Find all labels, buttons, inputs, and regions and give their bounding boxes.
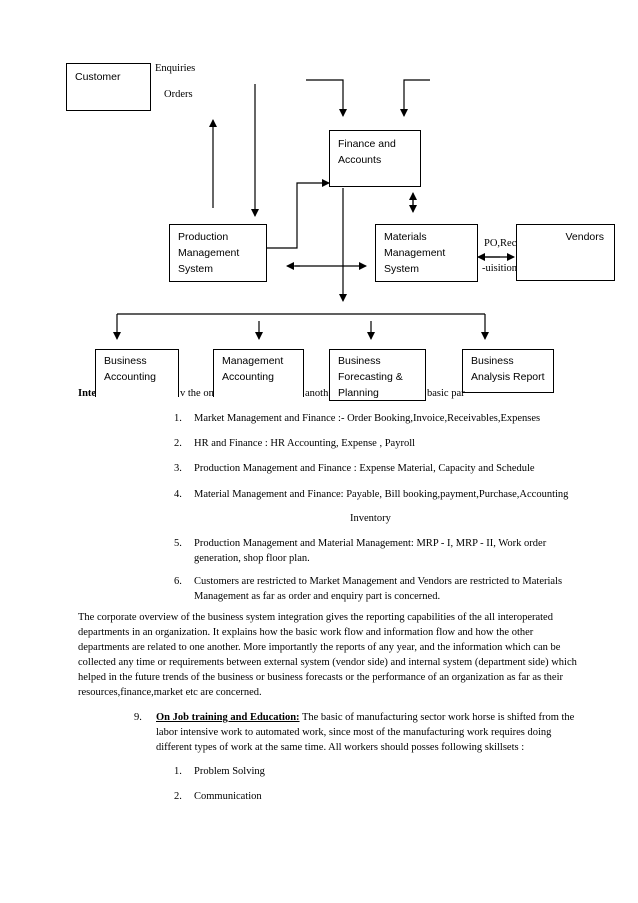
vendors-box: Vendors xyxy=(516,224,615,281)
customer-label: Customer xyxy=(75,71,121,83)
section-body: On Job training and Education: The basic… xyxy=(156,710,574,755)
paragraph-line: helped in the future trends of the busin… xyxy=(78,672,563,683)
business-analysis-report-box: Business Analysis Report xyxy=(462,349,554,393)
list-text-line: Customers are restricted to Market Manag… xyxy=(194,576,563,587)
po-requisition-label-bottom: -uisition xyxy=(482,263,518,274)
materials-label-line2: Management xyxy=(384,247,446,259)
intro-fragment-end: basic par xyxy=(427,388,465,399)
section-number: 9. xyxy=(134,712,142,723)
enquiries-label: Enquiries xyxy=(155,63,196,74)
overview-paragraph: The corporate overview of the business s… xyxy=(78,610,577,700)
business-accounting-line1: Business xyxy=(104,355,147,367)
paragraph-line: resources,finance,market etc are concern… xyxy=(78,687,262,698)
section-first-text: The basic of manufacturing sector work h… xyxy=(299,712,575,723)
paragraph-line: departments in an organization. It expla… xyxy=(78,627,534,638)
po-requisition-label-top: PO,Rec xyxy=(484,238,517,249)
list-text: HR and Finance : HR Accounting, Expense … xyxy=(194,438,416,449)
production-label-line1: Production xyxy=(178,231,229,243)
business-analysis-line2: Analysis Report xyxy=(471,371,545,383)
business-forecasting-box: Business Forecasting & Planning xyxy=(329,349,426,401)
list-number: 1. xyxy=(174,413,182,424)
list-number: 1. xyxy=(174,766,182,777)
paragraph-line: The corporate overview of the business s… xyxy=(78,612,553,623)
production-label-line2: Management xyxy=(178,247,240,259)
list-text: Production Management and Material Manag… xyxy=(194,536,546,566)
intro-fragment-mid2: anoth xyxy=(305,388,329,399)
production-management-box: Production Management System xyxy=(169,224,267,282)
list-text-line: generation, shop floor plan. xyxy=(194,553,310,564)
management-accounting-box: Management Accounting xyxy=(213,349,304,397)
intro-fragment-start: Inte xyxy=(78,388,97,399)
list-text: Material Management and Finance: Payable… xyxy=(194,489,569,500)
section-heading: On Job training and Education: xyxy=(156,712,300,723)
list-text: Customers are restricted to Market Manag… xyxy=(194,574,562,604)
finance-accounts-box: Finance and Accounts xyxy=(329,130,421,187)
materials-label-line1: Materials xyxy=(384,231,427,243)
list-text: Market Management and Finance :- Order B… xyxy=(194,413,541,424)
business-analysis-line1: Business xyxy=(471,355,514,367)
section-line: labor intensive work to automated work, … xyxy=(156,727,552,738)
section-line: different types of work at the same time… xyxy=(156,742,525,753)
list-text-line: Production Management and Material Manag… xyxy=(194,538,547,549)
business-forecasting-line1: Business xyxy=(338,355,381,367)
customer-box: Customer xyxy=(66,63,151,111)
finance-label-line1: Finance and xyxy=(338,138,396,150)
management-accounting-line1: Management xyxy=(222,355,284,367)
list-number: 3. xyxy=(174,463,182,474)
materials-management-box: Materials Management System xyxy=(375,224,478,282)
list-number: 2. xyxy=(174,438,182,449)
vendors-label: Vendors xyxy=(565,231,604,243)
list-text: Communication xyxy=(194,791,262,802)
paragraph-line: collected any time or requirements betwe… xyxy=(78,657,577,668)
business-accounting-line2: Accounting xyxy=(104,371,156,383)
list-number: 5. xyxy=(174,538,182,549)
list-text: Production Management and Finance : Expe… xyxy=(194,463,535,474)
list-number: 4. xyxy=(174,489,182,500)
section-first-line: On Job training and Education: The basic… xyxy=(156,710,574,725)
business-forecasting-line3: Planning xyxy=(338,387,379,399)
production-label-line3: System xyxy=(178,263,214,275)
orders-label: Orders xyxy=(164,89,193,100)
intro-fragment-middle: v the on xyxy=(180,388,214,399)
list-text-line: Management as far as order and enquiry p… xyxy=(194,591,441,602)
list-number: 2. xyxy=(174,791,182,802)
list-number: 6. xyxy=(174,576,182,587)
management-accounting-line2: Accounting xyxy=(222,371,274,383)
paragraph-line: departments are related to one another. … xyxy=(78,642,561,653)
list-text: Problem Solving xyxy=(194,766,265,777)
business-forecasting-line2: Forecasting & xyxy=(338,371,403,383)
finance-label-line2: Accounts xyxy=(338,154,382,166)
list-item-continuation: Inventory xyxy=(350,513,391,524)
business-accounting-box: Business Accounting xyxy=(95,349,179,397)
materials-label-line3: System xyxy=(384,263,420,275)
